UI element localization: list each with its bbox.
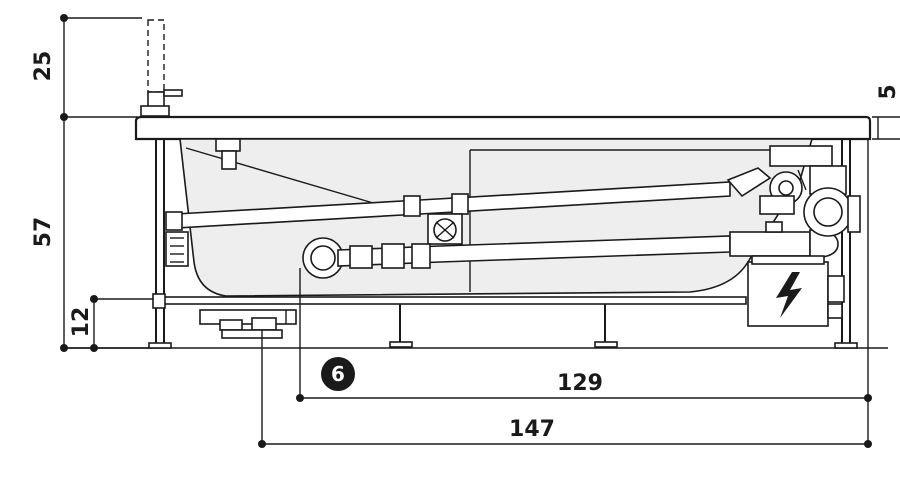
electrical-control-box (747, 255, 845, 327)
upper-pipe (165, 167, 772, 231)
lightning-bolt-icon (776, 272, 802, 318)
tub-rim (134, 115, 872, 141)
jet-nozzle-left (165, 231, 189, 267)
dimension-outer-length: 147 (258, 330, 872, 448)
overflow-fitting (215, 138, 241, 170)
dimension-label-top-height: 25 (31, 51, 56, 82)
dimension-leg-height: 12 (69, 295, 160, 352)
dimension-label-leg-height: 12 (69, 307, 94, 338)
dimension-inner-length: 129 (296, 139, 872, 446)
callout-marker-number: 6 (331, 362, 345, 386)
dimension-label-inner-length: 129 (557, 371, 603, 396)
dimension-rim-thickness: 5 (872, 84, 900, 140)
lower-pipe (302, 229, 839, 279)
dimension-top-height: 25 (31, 14, 142, 121)
callout-marker: 6 (321, 357, 355, 391)
dimension-label-rim-thickness: 5 (876, 84, 900, 99)
faucet (140, 19, 183, 117)
dimension-label-outer-length: 147 (509, 417, 555, 442)
pump-motor (759, 145, 861, 237)
drain-trap (199, 309, 297, 339)
jet-nozzle-middle (427, 213, 463, 245)
dimension-label-body-height: 57 (31, 217, 56, 248)
